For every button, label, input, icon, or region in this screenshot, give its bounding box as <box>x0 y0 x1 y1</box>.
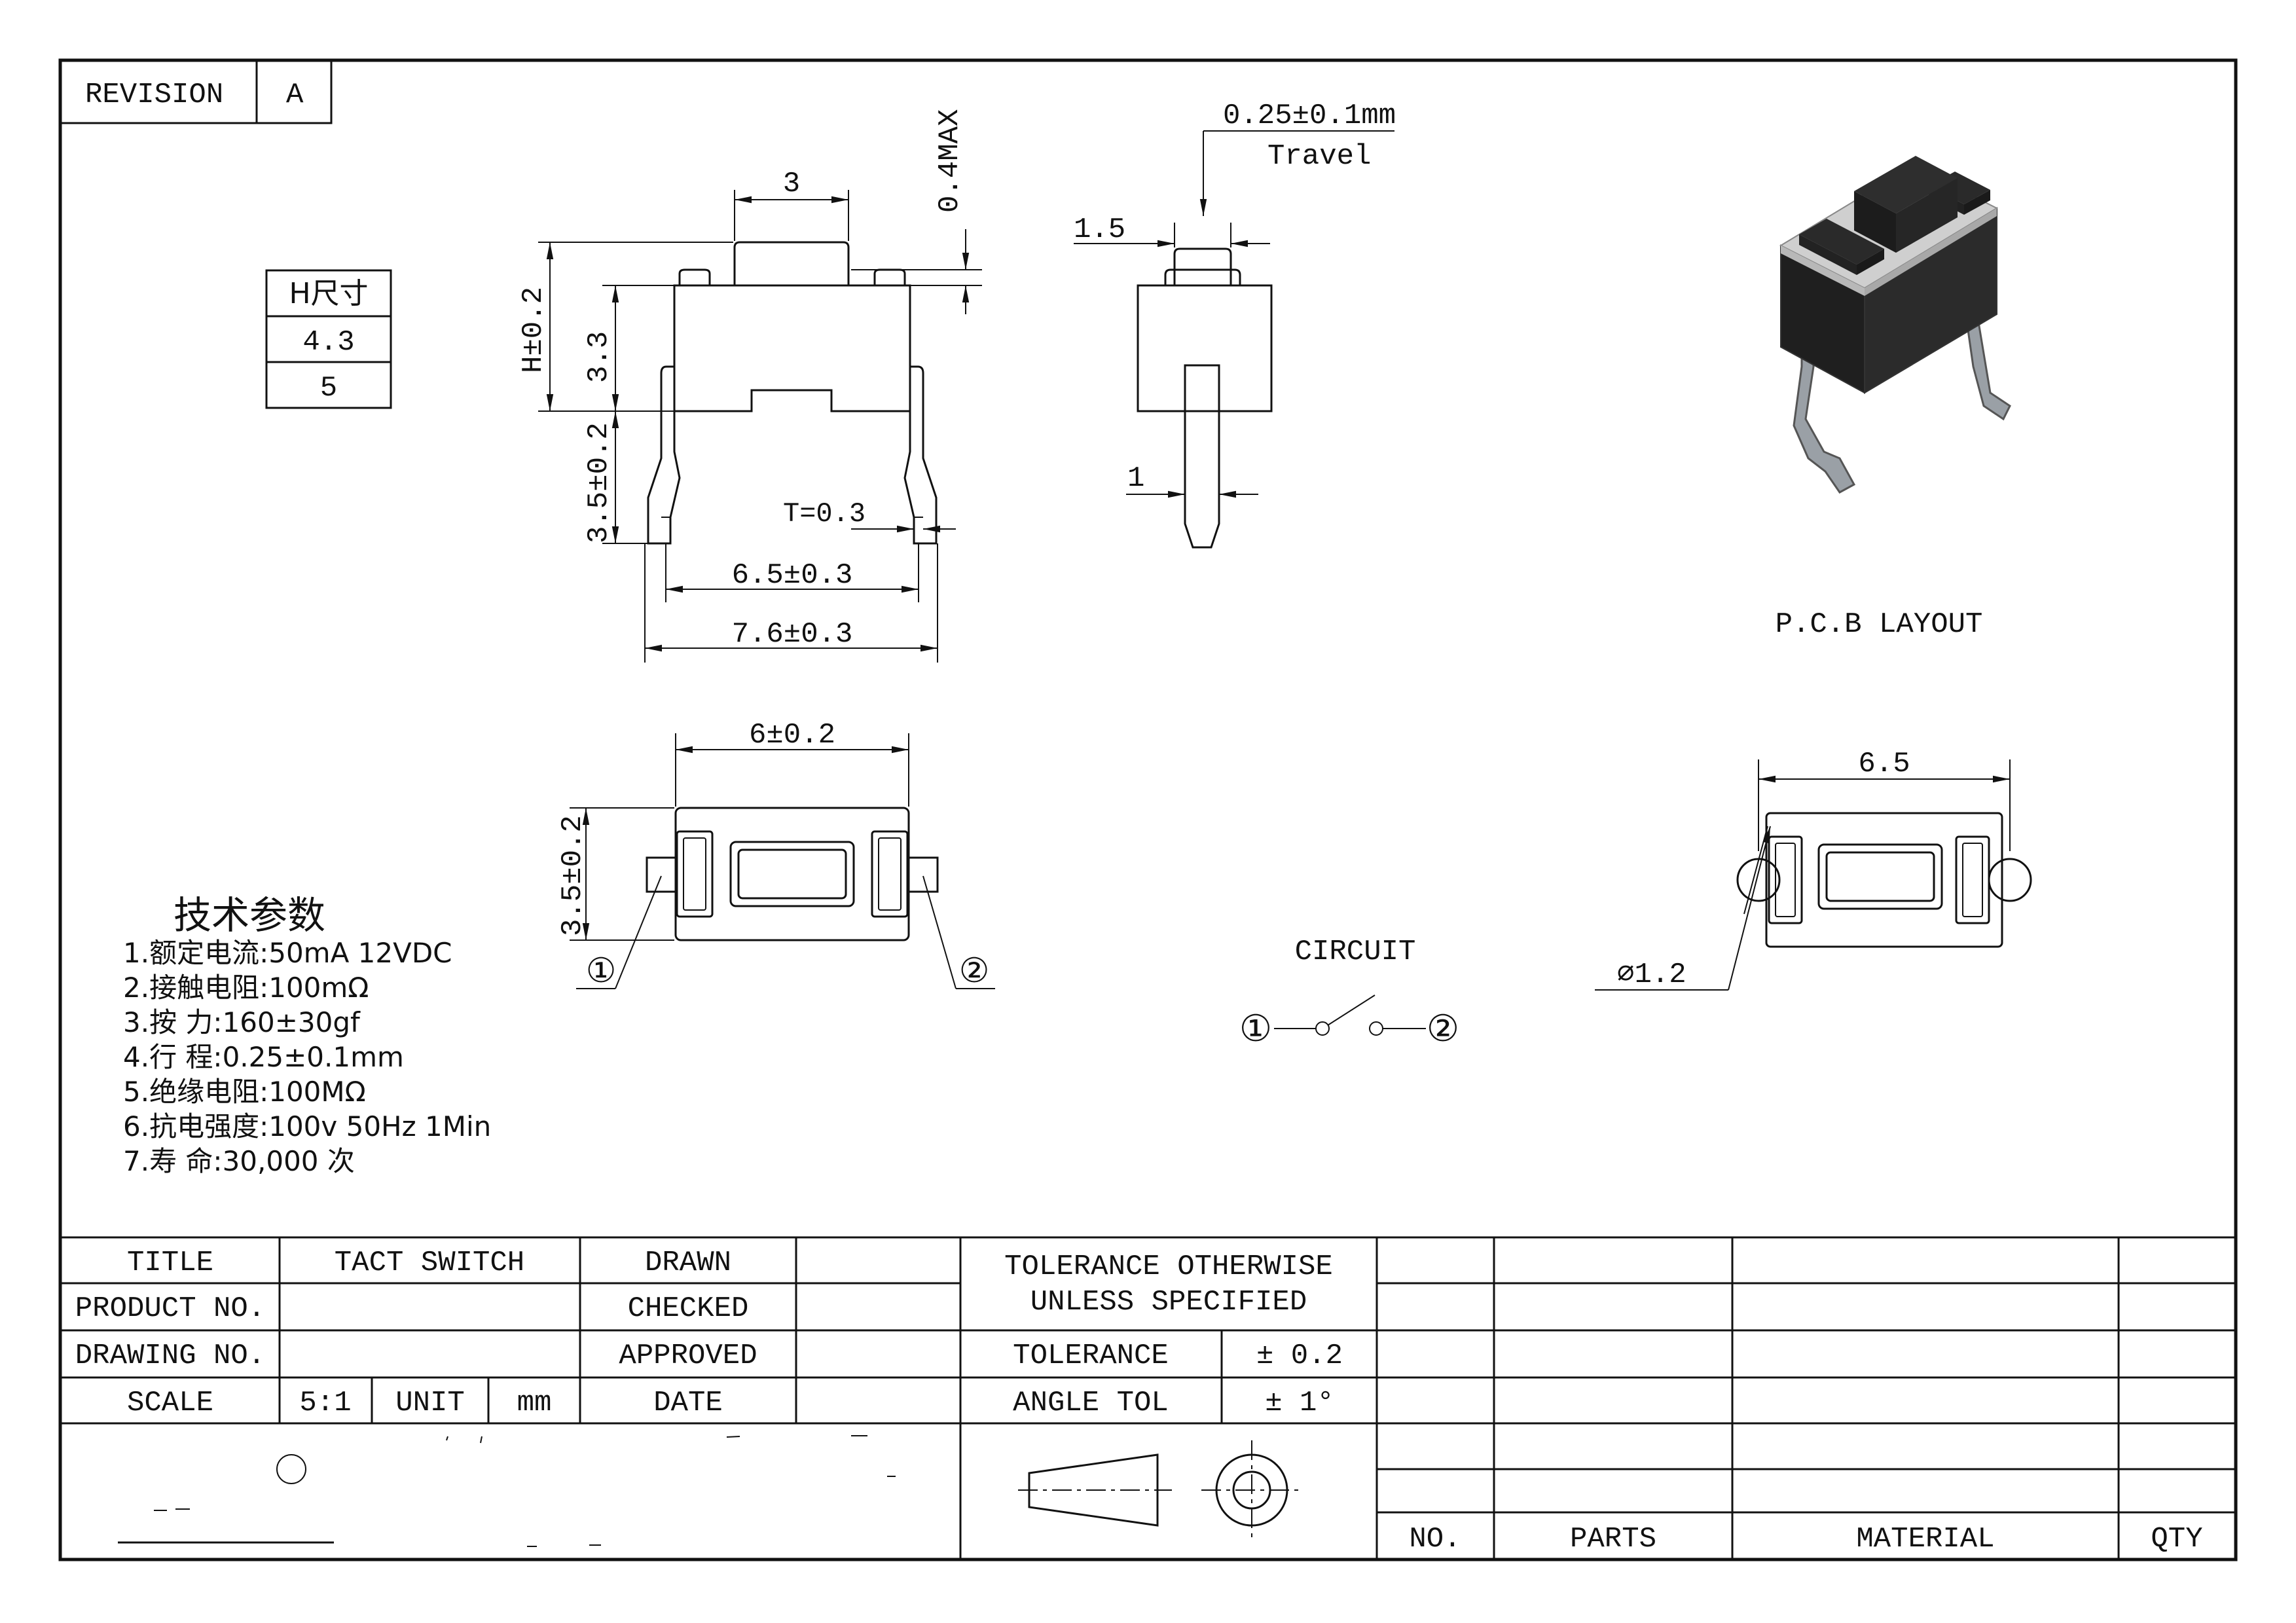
h-table-value-2: 5 <box>320 372 337 405</box>
revision-label: REVISION <box>85 79 223 111</box>
sheet-border <box>58 58 2238 1561</box>
dim-lead-width: 1 <box>1127 462 1144 495</box>
dim-travel-label: Travel <box>1267 140 1371 173</box>
tolerance-note-1: TOLERANCE OTHERWISE <box>1004 1250 1333 1283</box>
dim-thickness: T=0.3 <box>783 498 866 530</box>
side-view: 3 0.4MAX H±0.2 3.3 3.5±0.2 T=0.3 6.5±0.3 <box>517 109 982 663</box>
title-label: TITLE <box>127 1247 213 1279</box>
circuit-pin1: ① <box>1239 1010 1272 1052</box>
scale-value: 5:1 <box>299 1387 351 1419</box>
specs-block: 技术参数 1.额定电流:50mA 12VDC 2.接触电阻:100mΩ 3.按 … <box>123 893 491 1177</box>
circuit-pin2: ② <box>1427 1010 1459 1052</box>
spec-item-3: 3.按 力:160±30gf <box>123 1006 361 1038</box>
angle-label: ANGLE TOL <box>1013 1387 1169 1419</box>
h-table-value-1: 4.3 <box>302 326 354 359</box>
unit-label: UNIT <box>395 1387 465 1419</box>
projection-symbol <box>1018 1440 1303 1542</box>
drawing-label: DRAWING NO. <box>75 1340 265 1372</box>
pcb-layout-title: P.C.B LAYOUT <box>1776 608 1983 641</box>
dim-travel-max: 0.4MAX <box>934 109 966 213</box>
title-value: TACT SWITCH <box>335 1247 524 1279</box>
spec-item-7: 7.寿 命:30,000 次 <box>123 1145 355 1177</box>
tolerance-label: TOLERANCE <box>1013 1340 1169 1372</box>
dim-top-width: 6±0.2 <box>749 719 835 752</box>
dim-inner-span: 6.5±0.3 <box>732 559 853 592</box>
parts-header-material: MATERIAL <box>1856 1523 1994 1556</box>
scale-label: SCALE <box>127 1387 213 1419</box>
dim-height: H±0.2 <box>517 287 550 373</box>
circuit-title: CIRCUIT <box>1295 936 1416 968</box>
dim-top-depth: 3.5±0.2 <box>556 815 589 936</box>
isometric-render <box>1779 156 2011 494</box>
spec-item-1: 1.额定电流:50mA 12VDC <box>123 937 452 969</box>
angle-value: ± 1° <box>1265 1387 1334 1419</box>
parts-header-qty: QTY <box>2151 1523 2202 1556</box>
revision-value: A <box>286 79 304 111</box>
h-dimension-table: H尺寸 4.3 5 <box>265 269 392 409</box>
circuit-diagram: CIRCUIT ① ② <box>1239 936 1459 1052</box>
dim-front-button-width: 1.5 <box>1074 213 1125 246</box>
dim-travel: 0.25±0.1mm <box>1223 100 1396 132</box>
dim-body-height: 3.3 <box>583 331 615 383</box>
dim-outer-span: 7.6±0.3 <box>732 618 853 651</box>
checked-label: CHECKED <box>628 1292 749 1325</box>
h-table-header: H尺寸 <box>289 277 368 310</box>
approved-label: APPROVED <box>619 1340 757 1372</box>
pin1-callout: ① <box>586 954 617 993</box>
unit-value: mm <box>517 1387 552 1419</box>
pin2-callout: ② <box>959 954 990 993</box>
parts-header-parts: PARTS <box>1570 1523 1656 1556</box>
pcb-hole: ∅1.2 <box>1617 958 1686 991</box>
dim-button-width: 3 <box>783 168 800 200</box>
tolerance-value: ± 0.2 <box>1256 1340 1343 1372</box>
dim-lead-length: 3.5±0.2 <box>583 422 615 543</box>
specs-title: 技术参数 <box>173 893 325 938</box>
spec-item-5: 5.绝缘电阻:100MΩ <box>123 1076 366 1108</box>
product-label: PRODUCT NO. <box>75 1292 265 1325</box>
drawn-label: DRAWN <box>645 1247 731 1279</box>
pcb-layout: 6.5 ∅1.2 <box>1595 748 2032 991</box>
revision-box: REVISION A <box>59 59 333 124</box>
title-block: TITLE TACT SWITCH PRODUCT NO. DRAWING NO… <box>60 1236 2236 1559</box>
spec-item-4: 4.行 程:0.25±0.1mm <box>123 1041 404 1073</box>
parts-header-no: NO. <box>1409 1523 1461 1556</box>
logo-circle-mark <box>276 1454 306 1484</box>
tolerance-note-2: UNLESS SPECIFIED <box>1030 1286 1307 1319</box>
spec-item-2: 2.接触电阻:100mΩ <box>123 972 369 1004</box>
spec-item-6: 6.抗电强度:100v 50Hz 1Min <box>123 1110 491 1142</box>
front-view: 0.25±0.1mm Travel 1.5 1 <box>1074 100 1396 549</box>
date-label: DATE <box>653 1387 723 1419</box>
pcb-span: 6.5 <box>1858 748 1910 780</box>
top-view: 6±0.2 3.5±0.2 ① ② <box>556 719 995 993</box>
